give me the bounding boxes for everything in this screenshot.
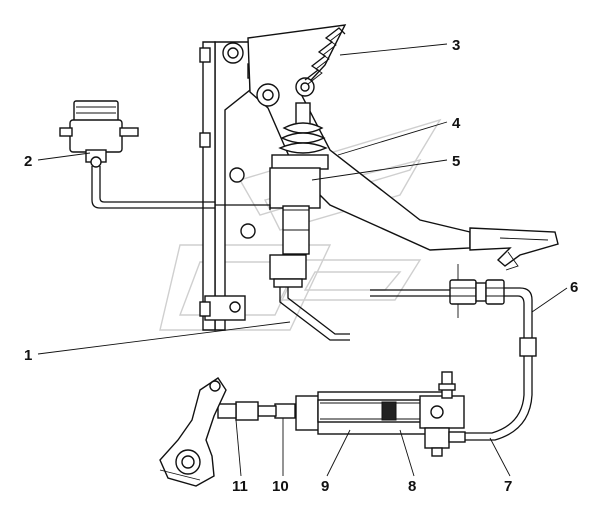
leader-1 bbox=[37, 321, 291, 355]
leader-7 bbox=[489, 437, 511, 477]
callout-5: 5 bbox=[452, 153, 460, 170]
leader-9 bbox=[326, 429, 351, 477]
leader-8 bbox=[399, 429, 415, 477]
leader-3 bbox=[339, 43, 448, 56]
callout-9: 9 bbox=[321, 478, 329, 495]
hose-fitting bbox=[370, 264, 537, 441]
pressure-pipe bbox=[279, 287, 350, 341]
leader-4 bbox=[337, 121, 448, 156]
leader-5 bbox=[311, 159, 448, 181]
leader-2 bbox=[37, 152, 91, 161]
callout-10: 10 bbox=[272, 478, 289, 495]
return-spring bbox=[304, 27, 346, 85]
callout-7: 7 bbox=[504, 478, 512, 495]
callout-11: 11 bbox=[232, 478, 248, 495]
fluid-reservoir bbox=[59, 100, 271, 210]
leader-6 bbox=[531, 287, 568, 313]
callout-4: 4 bbox=[452, 115, 461, 132]
callout-3: 3 bbox=[452, 37, 460, 54]
callout-6: 6 bbox=[570, 279, 578, 296]
leader-lines bbox=[37, 43, 568, 477]
leader-11 bbox=[235, 419, 242, 477]
callout-labels: 1 2 3 4 5 6 7 8 9 10 11 bbox=[24, 37, 578, 495]
clutch-master-cylinder bbox=[269, 102, 329, 288]
release-fork bbox=[159, 377, 227, 487]
pedal-bracket bbox=[199, 41, 263, 331]
clutch-slave-cylinder bbox=[295, 371, 466, 457]
callout-8: 8 bbox=[408, 478, 416, 495]
callout-1: 1 bbox=[24, 347, 32, 364]
callout-2: 2 bbox=[24, 153, 32, 170]
